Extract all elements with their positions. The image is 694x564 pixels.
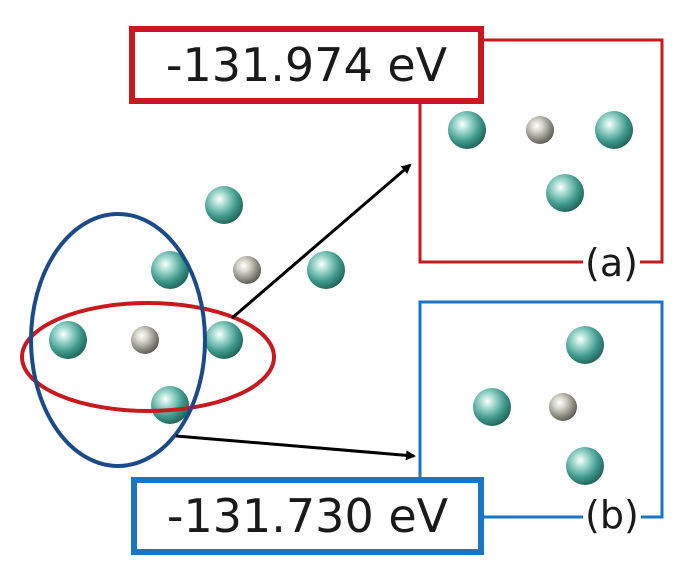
atom-large — [49, 321, 87, 359]
atom-large — [566, 326, 604, 364]
atom-large — [307, 251, 345, 289]
red-selection-ellipse — [20, 301, 276, 413]
arrow-to-panel-a — [231, 163, 412, 320]
atom-small — [526, 116, 554, 144]
atom-large — [448, 111, 486, 149]
atom-large — [151, 386, 189, 424]
atom-large — [595, 111, 633, 149]
atom-large — [473, 388, 511, 426]
arrow-to-panel-b — [175, 434, 416, 461]
energy-label-b: -131.730 eV — [131, 477, 484, 555]
atom-large — [205, 186, 243, 224]
panel-a-frame — [418, 38, 664, 264]
atom-large — [546, 174, 584, 212]
panel-tag-b: (b) — [583, 493, 641, 537]
atom-large — [566, 447, 604, 485]
energy-label-a: -131.974 eV — [129, 26, 484, 104]
atom-large — [151, 251, 189, 289]
blue-selection-ellipse — [29, 212, 207, 468]
atom-small — [549, 393, 577, 421]
atom-small — [233, 256, 261, 284]
panel-tag-a: (a) — [583, 241, 640, 285]
atom-small — [131, 326, 159, 354]
atom-large — [205, 321, 243, 359]
